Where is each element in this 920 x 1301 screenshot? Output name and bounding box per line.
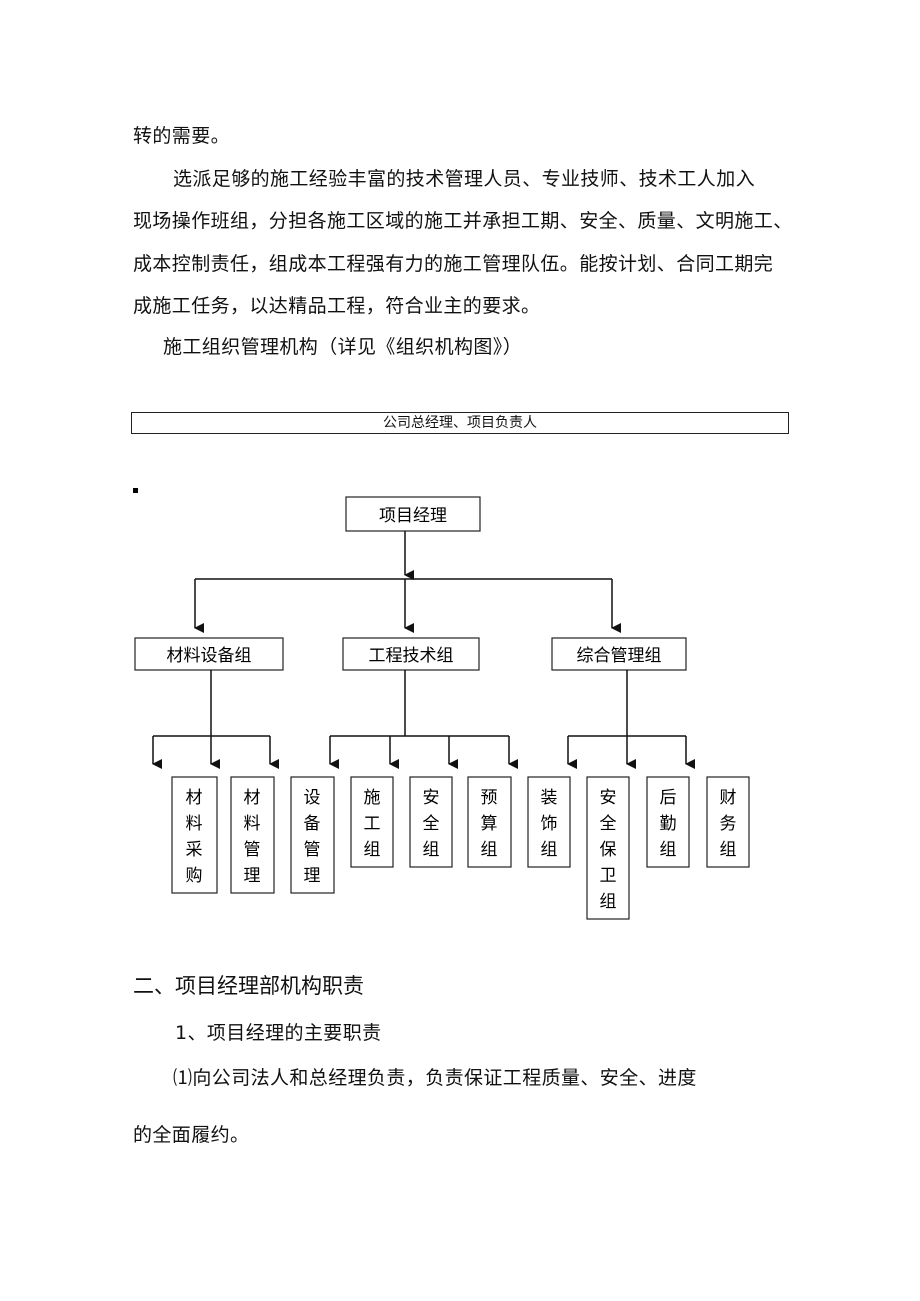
subsection-heading: 1、项目经理的主要职责 [175, 1022, 382, 1044]
team-label: 安全保卫组 [600, 788, 617, 912]
team-box: 预算组 [467, 776, 512, 868]
team-box: 施工组 [350, 776, 394, 868]
team-label: 装饰组 [541, 788, 558, 860]
node-group-admin: 综合管理组 [551, 637, 687, 671]
team-box: 材料管理 [230, 776, 275, 894]
node-group-technical: 工程技术组 [342, 637, 480, 671]
team-label: 材料管理 [244, 788, 261, 886]
paragraph-line: ⑴向公司法人和总经理负责，负责保证工程质量、安全、进度 [173, 1067, 697, 1089]
root-connectors [194, 531, 621, 633]
paragraph-line: 的全面履约。 [133, 1124, 250, 1146]
paragraph-line: 转的需要。 [133, 125, 231, 147]
team-box: 安全组 [409, 776, 453, 868]
paragraph-line: 选派足够的施工经验丰富的技术管理人员、专业技师、技术工人加入 [173, 168, 756, 190]
paragraph-line: 成施工任务，以达精品工程，符合业主的要求。 [133, 295, 541, 317]
team-box: 设备管理 [290, 776, 335, 894]
team-box: 装饰组 [527, 776, 571, 868]
team-box: 财务组 [706, 776, 750, 868]
node-root-label: 项目经理 [379, 506, 447, 526]
node-root: 项目经理 [345, 496, 481, 532]
team-label: 安全组 [423, 788, 440, 860]
paragraph-line: 成本控制责任，组成本工程强有力的施工管理队伍。能按计划、合同工期完 [133, 253, 774, 275]
paragraph-line: 施工组织管理机构（详见《组织机构图》） [163, 336, 523, 358]
team-box: 安全保卫组 [586, 776, 630, 920]
bullet-mark [133, 488, 138, 493]
team-label: 财务组 [720, 788, 737, 860]
team-label: 后勤组 [660, 788, 677, 860]
paragraph-line: 现场操作班组，分担各施工区域的施工并承担工期、安全、质量、文明施工、 [133, 210, 793, 232]
team-label: 预算组 [481, 788, 498, 860]
group-label: 材料设备组 [167, 646, 252, 666]
team-label: 材料采购 [186, 788, 203, 886]
group-label: 综合管理组 [577, 646, 662, 666]
team-box: 材料采购 [171, 776, 218, 894]
team-box: 后勤组 [646, 776, 690, 868]
team-boxes: 材料采购 材料管理 设备管理 施工组 安全组 预算组 装饰组 安全保卫组 后勤组… [171, 776, 750, 920]
group-label: 工程技术组 [369, 646, 454, 666]
node-group-material: 材料设备组 [134, 637, 284, 671]
org-chart-banner: 公司总经理、项目负责人 [131, 412, 789, 434]
group-connectors [152, 670, 695, 769]
section-heading: 二、项目经理部机构职责 [133, 974, 364, 998]
team-label: 设备管理 [304, 788, 321, 886]
team-label: 施工组 [364, 788, 381, 860]
